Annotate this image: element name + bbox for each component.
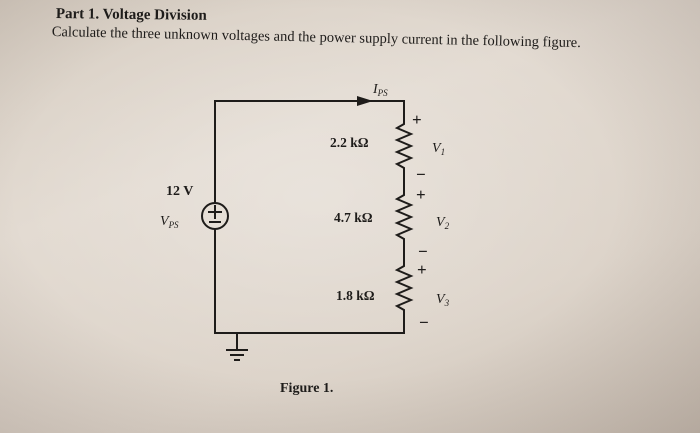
v2-label: V2 xyxy=(436,215,450,231)
v2-plus-sign: + xyxy=(416,185,426,204)
resistor-2-symbol xyxy=(394,181,414,252)
resistor-1-value: 2.2 kΩ xyxy=(330,135,369,150)
wire-bottom xyxy=(214,319,405,334)
resistor-1-symbol xyxy=(394,110,414,181)
supply-voltage-label: VPS xyxy=(160,214,179,230)
figure-caption: Figure 1. xyxy=(280,381,334,396)
source-plus-mark xyxy=(208,205,222,219)
v2-minus-sign: − xyxy=(418,242,428,261)
v1-label: V1 xyxy=(432,141,445,157)
current-label: IPS xyxy=(372,82,388,98)
v3-minus-sign: − xyxy=(419,313,429,332)
v1-plus-sign: + xyxy=(412,110,422,129)
current-arrow xyxy=(357,96,373,106)
resistor-3-symbol xyxy=(394,252,414,320)
ground-symbol xyxy=(226,349,248,361)
resistor-2-value: 4.7 kΩ xyxy=(334,210,373,225)
resistor-3-value: 1.8 kΩ xyxy=(336,288,375,303)
v1-minus-sign: − xyxy=(416,165,426,184)
wire-top xyxy=(214,100,405,111)
supply-voltage-value: 12 V xyxy=(166,184,193,199)
v3-label: V3 xyxy=(436,292,450,308)
v3-plus-sign: + xyxy=(417,260,427,279)
